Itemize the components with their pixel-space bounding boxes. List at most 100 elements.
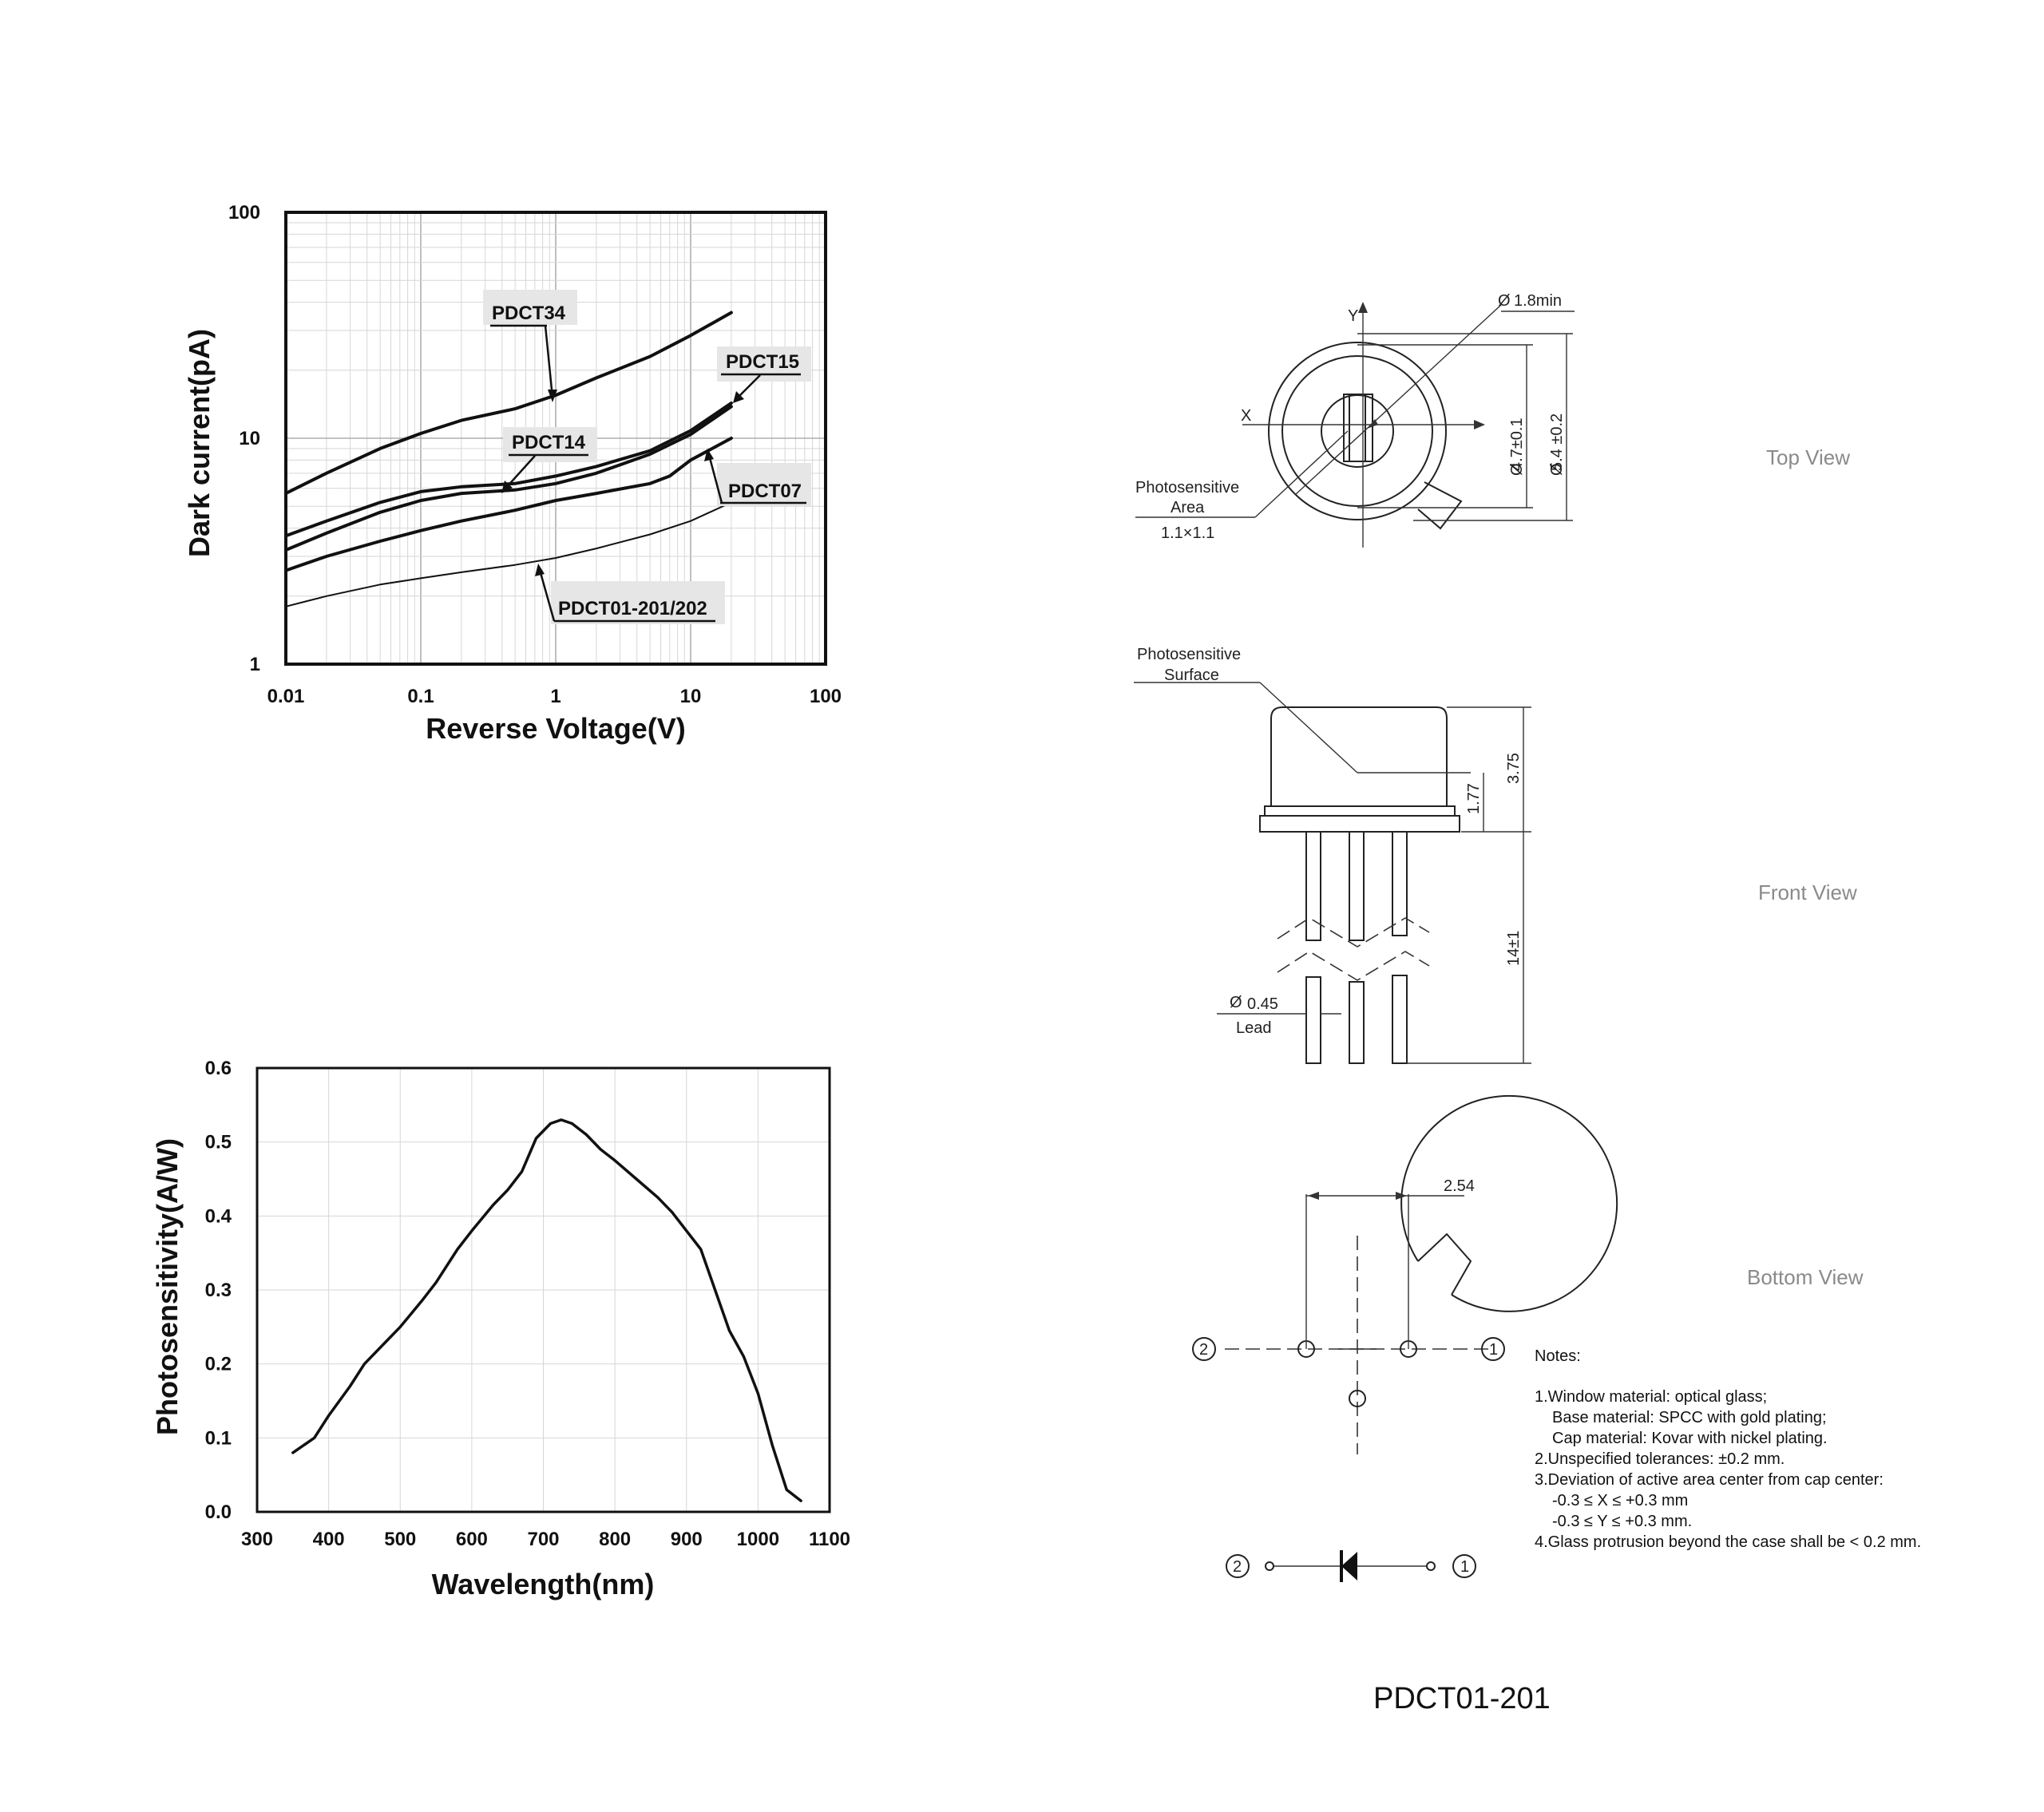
- y-tick-label: 100: [228, 202, 260, 224]
- notes-heading: Notes:: [1535, 1347, 1581, 1365]
- ps-surface-label-2: Surface: [1164, 667, 1219, 684]
- top-view-axis-x: X: [1241, 407, 1251, 425]
- x-tick-label: 700: [527, 1529, 559, 1550]
- svg-text:PDCT34: PDCT34: [492, 303, 566, 324]
- dim-lead-length: 14±1: [1505, 931, 1523, 966]
- x-tick-label: 1100: [809, 1529, 850, 1550]
- y-tick-label: 0.2: [205, 1354, 232, 1375]
- notes-block: Notes: 1.Window material: optical glass;…: [1535, 1347, 1921, 1551]
- label-pdct01: PDCT01-201/202: [535, 564, 725, 624]
- pdct34-arrow: [544, 325, 554, 398]
- series-line-pdct15: [284, 402, 733, 538]
- pdct34-arrowhead: [548, 390, 557, 402]
- y-tick-label: 1: [250, 654, 260, 675]
- x-tick-label: 800: [599, 1529, 631, 1550]
- note-line: -0.3 ≤ Y ≤ +0.3 mm.: [1552, 1513, 1692, 1530]
- lead-label: Lead: [1236, 1019, 1272, 1037]
- min-dia-value: 1.8min: [1514, 292, 1562, 310]
- diode-triangle: [1341, 1552, 1357, 1581]
- spectral-x-axis-title: Wavelength(nm): [432, 1568, 655, 1600]
- lead-dia-value: 0.45: [1247, 995, 1278, 1013]
- dim-surface-height: 1.77: [1465, 783, 1483, 814]
- spectral-response-grid: [256, 1067, 830, 1513]
- y-tick-label: 0.0: [205, 1501, 232, 1523]
- dia-outer: 5.4 ±0.2: [1548, 413, 1566, 471]
- note-line: 4.Glass protrusion beyond the case shall…: [1535, 1533, 1921, 1551]
- series-line-pdct01-201-202: [285, 501, 732, 607]
- y-tick-label: 10: [239, 428, 260, 449]
- x-tick-label: 900: [671, 1529, 703, 1550]
- x-tick-label: 10: [680, 686, 702, 707]
- note-line: Base material: SPCC with gold plating;: [1552, 1409, 1827, 1426]
- pdct14-arrowhead: [501, 481, 513, 493]
- series-line-pdct07: [284, 437, 733, 572]
- y-tick-label: 0.4: [205, 1205, 232, 1227]
- x-tick-label: 0.1: [407, 686, 434, 707]
- note-line: -0.3 ≤ X ≤ +0.3 mm: [1552, 1492, 1688, 1509]
- front-view-drawing: Photosensitive Surface 3.75 1.77 14±1 Ø …: [1134, 646, 1857, 1064]
- y-tick-label: 0.6: [205, 1058, 232, 1079]
- dia-outer-phi: Ø: [1548, 463, 1566, 476]
- pdct07-arrow: [707, 454, 723, 504]
- ps-area-size: 1.1×1.1: [1161, 524, 1214, 542]
- x-tick-label: 500: [384, 1529, 416, 1550]
- x-tick-label: 100: [810, 686, 842, 707]
- x-tick-label: 1000: [737, 1529, 779, 1550]
- y-tick-label: 0.3: [205, 1280, 232, 1301]
- x-tick-label: 0.01: [267, 686, 305, 707]
- dark-current-x-ticks: 0.01 0.1 1 10 100: [267, 686, 842, 707]
- note-line: 2.Unspecified tolerances: ±0.2 mm.: [1535, 1450, 1785, 1468]
- svg-text:PDCT15: PDCT15: [726, 351, 799, 373]
- x-tick-label: 600: [456, 1529, 488, 1550]
- label-pdct34: PDCT34: [483, 290, 577, 402]
- dark-current-y-ticks: 1 10 100: [228, 202, 260, 675]
- pin-1-label: 1: [1489, 1341, 1498, 1359]
- label-pdct15: PDCT15: [717, 346, 811, 403]
- pdct15-arrowhead: [733, 391, 744, 403]
- spectral-response-series: [291, 1118, 802, 1502]
- svg-text:PDCT07: PDCT07: [728, 481, 802, 502]
- ps-area-label-2: Area: [1171, 499, 1205, 516]
- note-line: 1.Window material: optical glass;: [1535, 1388, 1767, 1406]
- label-pdct14: PDCT14: [501, 427, 597, 493]
- top-view-title: Top View: [1766, 445, 1850, 469]
- bottom-view-title: Bottom View: [1747, 1265, 1864, 1289]
- spectral-response-line: [291, 1118, 802, 1502]
- spectral-plot-frame: [256, 1066, 831, 1513]
- dim-cap-height: 3.75: [1505, 753, 1523, 784]
- bottom-view-tab: [1417, 1232, 1472, 1296]
- note-line: Cap material: Kovar with nickel plating.: [1552, 1430, 1828, 1447]
- top-view-tab: [1417, 481, 1463, 530]
- diode-pin-2-label: 2: [1233, 1558, 1242, 1576]
- part-number: PDCT01-201: [1373, 1682, 1551, 1715]
- pdct15-arrow: [736, 374, 761, 399]
- dark-current-x-axis-title: Reverse Voltage(V): [426, 712, 685, 745]
- front-view-title: Front View: [1758, 880, 1857, 904]
- spectral-y-axis-title: Photosensitivity(A/W): [151, 1138, 184, 1435]
- x-tick-label: 300: [241, 1529, 273, 1550]
- pdct01-arrowhead: [535, 564, 545, 576]
- top-view-axis-y: Y: [1348, 307, 1358, 325]
- diode-pin-1-label: 1: [1460, 1558, 1469, 1576]
- svg-text:PDCT14: PDCT14: [512, 432, 586, 453]
- x-tick-label: 1: [550, 686, 561, 707]
- dark-current-y-axis-title: Dark current(pA): [183, 329, 216, 557]
- y-tick-label: 0.1: [205, 1427, 232, 1449]
- min-dia-phi: Ø: [1498, 292, 1511, 310]
- dark-current-series: [284, 311, 733, 607]
- series-line-pdct14: [284, 405, 733, 552]
- dia-inner: 4.7±0.1: [1508, 417, 1526, 471]
- diode-symbol: 2 1: [1226, 1550, 1476, 1582]
- pin-pitch: 2.54: [1444, 1177, 1475, 1195]
- bottom-view-drawing: 2.54 2 1 Bottom View: [1192, 1094, 1864, 1454]
- pdct01-arrow: [538, 569, 556, 622]
- spectral-y-ticks: 0.00.10.20.30.40.50.6: [205, 1058, 232, 1523]
- dark-current-plot-frame: [284, 211, 827, 666]
- pdct07-arrowhead: [704, 449, 714, 461]
- ps-surface-label-1: Photosensitive: [1137, 646, 1241, 663]
- top-view-drawing: X Y Ø 1.8min Photosensitive Area 1.1×1.1…: [1135, 292, 1850, 548]
- svg-text:PDCT01-201/202: PDCT01-201/202: [558, 598, 707, 619]
